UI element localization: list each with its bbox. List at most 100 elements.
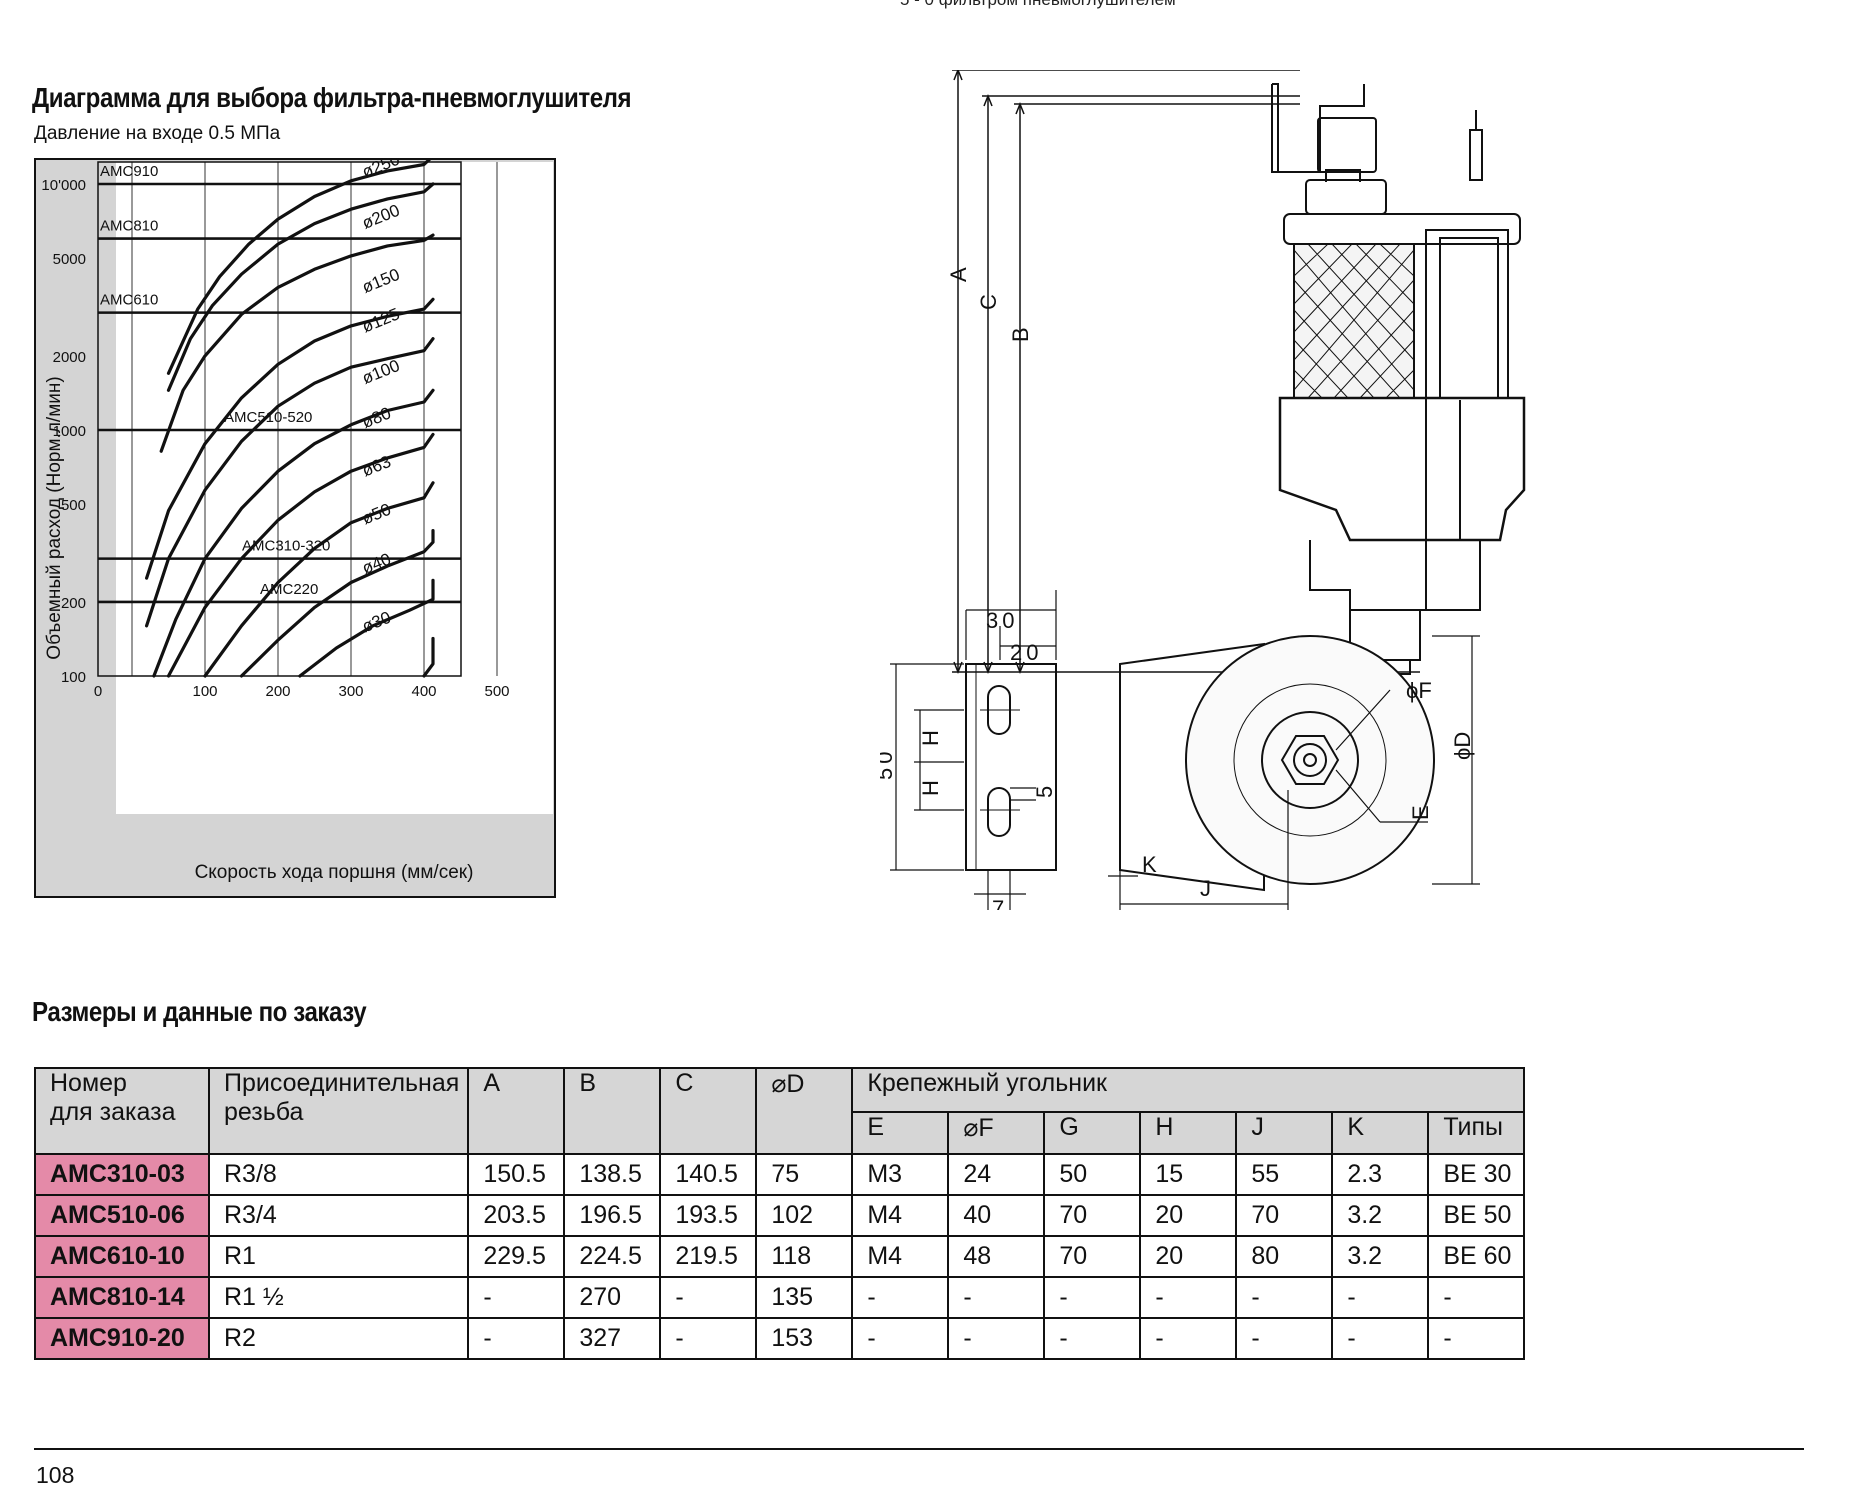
- reference-line-label: AMC310-320: [242, 538, 330, 555]
- reference-line-label: AMC610: [100, 292, 158, 309]
- cell-a: 150.5: [467, 1153, 566, 1196]
- cell-thread: R1 ½: [207, 1276, 470, 1319]
- cell-b: 327: [563, 1317, 662, 1360]
- cell-j: -: [1235, 1276, 1334, 1319]
- footer-rule: [34, 1448, 1804, 1450]
- dim-30-label: 30: [986, 608, 1018, 633]
- col-k: K: [1331, 1111, 1430, 1155]
- cell-k: 3.2: [1331, 1235, 1430, 1278]
- plot-area: [116, 162, 553, 814]
- cell-code: AMC610-10: [34, 1235, 210, 1278]
- cell-thread: R2: [207, 1317, 470, 1360]
- cell-d: 118: [755, 1235, 854, 1278]
- cell-e: M4: [851, 1194, 950, 1237]
- x-tick-label: 200: [265, 683, 290, 700]
- silencer-side-view: [1271, 83, 1526, 675]
- cell-h: 20: [1139, 1235, 1238, 1278]
- cell-types: -: [1427, 1317, 1526, 1360]
- cell-k: -: [1331, 1276, 1430, 1319]
- x-tick-label: 500: [484, 683, 509, 700]
- cell-j: 55: [1235, 1153, 1334, 1196]
- cell-a: -: [467, 1317, 566, 1360]
- x-tick-label: 400: [411, 683, 436, 700]
- col-order-number: Номер для заказа: [34, 1067, 210, 1155]
- diagram-subtitle: Давление на входе 0.5 МПа: [34, 123, 281, 144]
- x-tick-label: 0: [94, 683, 102, 700]
- cell-c: -: [659, 1276, 758, 1319]
- dim-j-label: J: [1200, 876, 1211, 901]
- cell-code: AMC910-20: [34, 1317, 210, 1360]
- cell-types: BE 30: [1427, 1153, 1526, 1196]
- x-axis-label: Скорость хода поршня (мм/сек): [195, 862, 474, 883]
- cell-types: -: [1427, 1276, 1526, 1319]
- dim-c-label: C: [976, 294, 1001, 310]
- dim-k-label: K: [1142, 852, 1157, 877]
- series-line: [203, 481, 435, 678]
- cell-code: AMC810-14: [34, 1276, 210, 1319]
- cut-off-caption: 5 - 0 фильтром пневмоглушителем: [900, 0, 1176, 10]
- cell-h: 15: [1139, 1153, 1238, 1196]
- cell-j: -: [1235, 1317, 1334, 1360]
- series-line: [166, 182, 435, 392]
- dim-50-label: 50: [880, 748, 897, 780]
- cell-d: 153: [755, 1317, 854, 1360]
- dim-h2-label: H: [918, 780, 943, 796]
- col-thread-label: Присоединительная резьба: [224, 1069, 460, 1126]
- dim-a-label: A: [946, 267, 971, 282]
- col-b: B: [563, 1067, 662, 1155]
- dim-f-label: ϕF: [1406, 678, 1432, 703]
- cell-e: M3: [851, 1153, 950, 1196]
- col-h: H: [1139, 1111, 1238, 1155]
- dim-5-label: 5: [1032, 786, 1057, 798]
- cell-f: 24: [947, 1153, 1046, 1196]
- series-line: [239, 529, 435, 678]
- series-line: [166, 432, 435, 678]
- cell-h: -: [1139, 1317, 1238, 1360]
- cell-b: 270: [563, 1276, 662, 1319]
- cell-a: -: [467, 1276, 566, 1319]
- cell-k: 2.3: [1331, 1153, 1430, 1196]
- col-bracket-group: Крепежный угольник: [851, 1067, 1526, 1113]
- cell-g: 70: [1043, 1235, 1142, 1278]
- cell-j: 70: [1235, 1194, 1334, 1237]
- cell-f: -: [947, 1317, 1046, 1360]
- cell-d: 102: [755, 1194, 854, 1237]
- dim-d-label: ϕD: [1450, 732, 1475, 760]
- col-d: ⌀D: [755, 1067, 854, 1155]
- cell-c: 193.5: [659, 1194, 758, 1237]
- cell-a: 203.5: [467, 1194, 566, 1237]
- order-data-table: Номер для заказа Присоединительная резьб…: [34, 1067, 1526, 1360]
- series-line: [145, 337, 435, 628]
- cell-e: -: [851, 1317, 950, 1360]
- cell-c: 140.5: [659, 1153, 758, 1196]
- cell-d: 75: [755, 1153, 854, 1196]
- cell-k: -: [1331, 1317, 1430, 1360]
- selection-chart: AMC220AMC310-320AMC510-520AMC610AMC810AM…: [34, 158, 556, 898]
- cell-e: M4: [851, 1235, 950, 1278]
- y-tick-label: 1000: [53, 423, 86, 440]
- y-tick-label: 10'000: [41, 177, 86, 194]
- series-line: [159, 233, 435, 453]
- y-axis-label: Объемный расход (Норм.л/мин): [44, 376, 65, 659]
- cell-f: 48: [947, 1235, 1046, 1278]
- cell-b: 224.5: [563, 1235, 662, 1278]
- col-types: Типы: [1427, 1111, 1526, 1155]
- plot-box: [97, 161, 462, 677]
- cell-h: 20: [1139, 1194, 1238, 1237]
- dim-20-label: 20: [1010, 640, 1042, 665]
- cell-types: BE 60: [1427, 1235, 1526, 1278]
- dim-b-label: B: [1008, 327, 1033, 342]
- y-tick-label: 5000: [53, 251, 86, 268]
- cell-g: -: [1043, 1276, 1142, 1319]
- col-f: ⌀F: [947, 1111, 1046, 1155]
- cell-g: 50: [1043, 1153, 1142, 1196]
- series-line: [145, 297, 435, 580]
- cell-k: 3.2: [1331, 1194, 1430, 1237]
- cell-f: -: [947, 1276, 1046, 1319]
- diagram-title: Диаграмма для выбора фильтра-пневмоглуши…: [32, 82, 632, 113]
- col-thread: Присоединительная резьба: [207, 1067, 470, 1155]
- page-number: 108: [36, 1462, 75, 1488]
- y-tick-label: 2000: [53, 349, 86, 366]
